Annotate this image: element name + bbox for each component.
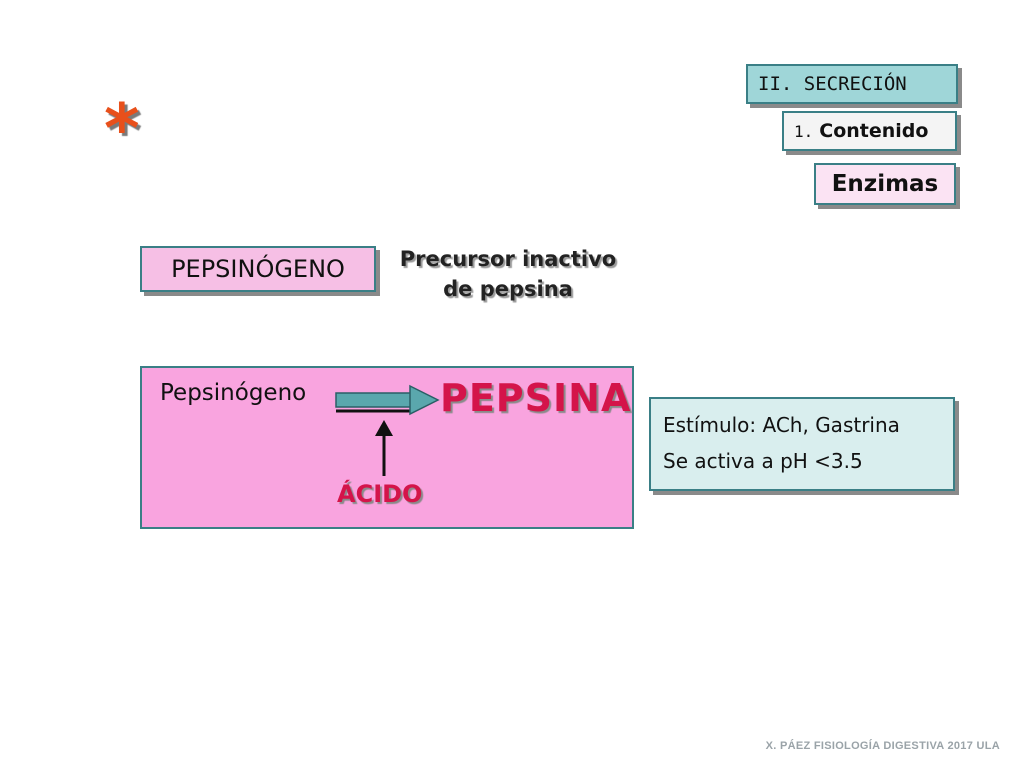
footer-credit: X. PÁEZ FISIOLOGÍA DIGESTIVA 2017 ULA	[765, 740, 1000, 752]
up-arrow-icon	[375, 420, 393, 476]
precursor-description-line2: de pepsina	[443, 277, 573, 301]
agent-label: ÁCIDO	[337, 480, 423, 508]
subsection-label: Contenido	[819, 120, 929, 142]
pepsinogen-label: PEPSINÓGENO	[171, 255, 345, 283]
topic-label: Enzimas	[831, 171, 939, 197]
section-tag-label: II. SECRECIÓN	[758, 73, 907, 95]
precursor-description-line1: Precursor inactivo	[399, 247, 617, 271]
asterisk-icon: *	[104, 90, 140, 169]
info-box: Estímulo: ACh, Gastrina Se activa a pH <…	[649, 397, 955, 491]
subsection-tag: 1. Contenido	[782, 111, 957, 151]
right-arrow-icon	[335, 384, 440, 416]
pepsinogen-tag: PEPSINÓGENO	[140, 246, 376, 292]
section-tag: II. SECRECIÓN	[746, 64, 958, 104]
subsection-number: 1.	[794, 121, 814, 141]
activation-ph-text: Se activa a pH <3.5	[663, 449, 863, 473]
stimulus-text: Estímulo: ACh, Gastrina	[663, 413, 900, 437]
topic-tag: Enzimas	[814, 163, 956, 205]
product-label: PEPSINA	[440, 376, 632, 420]
reactant-label: Pepsinógeno	[160, 380, 307, 406]
precursor-description: Precursor inactivo de pepsina	[392, 244, 624, 304]
